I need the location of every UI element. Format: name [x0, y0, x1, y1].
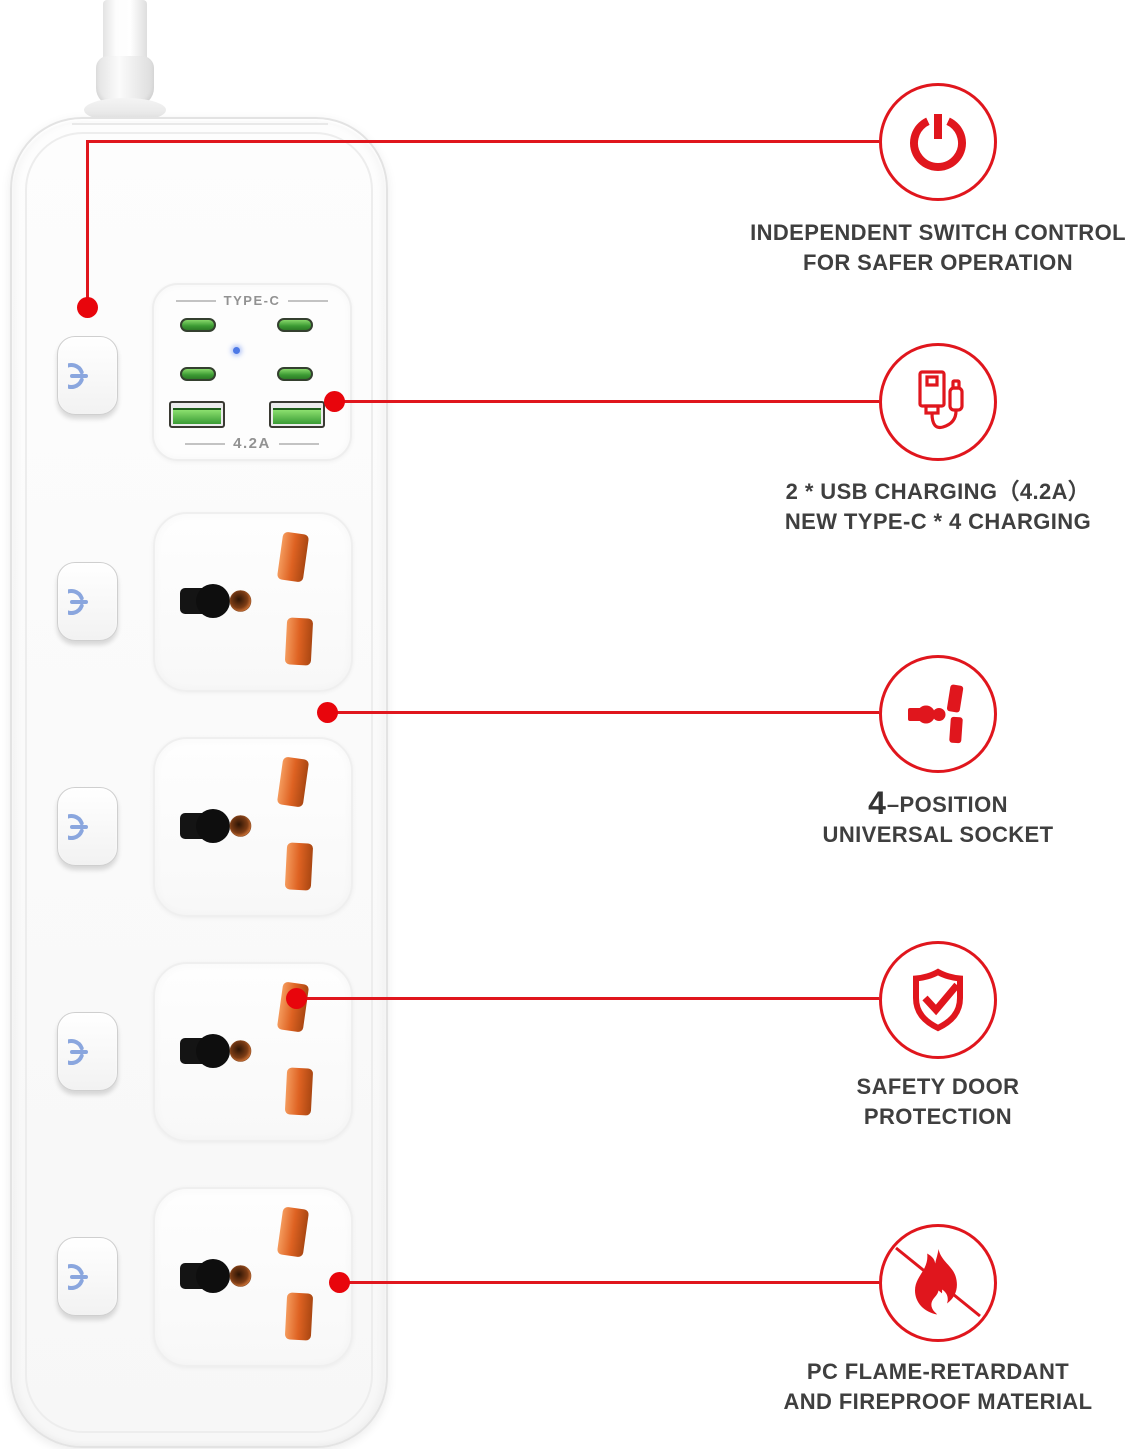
caption-line: PROTECTION: [863, 1104, 1013, 1129]
type-c-port: [277, 318, 313, 332]
type-c-port: [277, 367, 313, 381]
power-cord-cable: [103, 0, 147, 66]
socket-count: 4: [868, 785, 887, 821]
leader-dot-safety: [286, 988, 307, 1009]
leader-dot-usb: [324, 391, 345, 412]
type-c-label-row: TYPE-C: [154, 293, 350, 308]
caption-line: SAFETY DOOR: [856, 1074, 1020, 1099]
label-dash: [288, 299, 329, 302]
caption-line: 2 * USB CHARGING（4.2A）: [785, 479, 1091, 504]
callout-circle-fireproof: [879, 1224, 997, 1342]
power-symbol-icon: [67, 1263, 88, 1290]
leader-dot-fireproof: [329, 1272, 350, 1293]
leader-line-socket: [328, 711, 879, 714]
callout-circle-switch: [879, 83, 997, 201]
leader-line-switch-vertical: [86, 140, 89, 310]
power-symbol-icon: [67, 588, 88, 615]
switch-button-5: [57, 1237, 118, 1316]
callout-circle-safety: [879, 941, 997, 1059]
socket-holes: [180, 757, 313, 891]
universal-socket-1: [153, 512, 353, 692]
amp-label-row: 4.2A: [154, 435, 350, 452]
label-dash: [175, 299, 216, 302]
power-strip-inner-outline: [25, 132, 373, 1433]
leader-dot-switch: [77, 297, 98, 318]
usb-charging-module: TYPE-C 4.2A: [152, 283, 352, 461]
caption-usb: 2 * USB CHARGING（4.2A） NEW TYPE-C * 4 CH…: [708, 477, 1131, 537]
caption-line: FOR SAFER OPERATION: [803, 250, 1073, 275]
usb-a-tongue: [173, 408, 221, 424]
leader-dot-socket: [317, 702, 338, 723]
usb-a-tongue: [273, 408, 321, 424]
power-symbol-icon: [67, 1038, 88, 1065]
amp-rating-label: 4.2A: [233, 435, 271, 452]
usb-a-port: [269, 401, 325, 428]
power-strip-top-seam: [72, 123, 328, 125]
universal-plug-icon: [908, 684, 964, 744]
leader-line-safety: [297, 997, 879, 1000]
socket-holes: [180, 532, 313, 666]
usb-a-port: [169, 401, 225, 428]
callout-circle-usb: [879, 343, 997, 461]
universal-socket-2: [153, 737, 353, 917]
caption-line: UNIVERSAL SOCKET: [822, 822, 1054, 847]
switch-button-3: [57, 787, 118, 866]
power-symbol-icon: [67, 362, 88, 389]
power-icon: [910, 114, 966, 172]
socket-holes: [180, 1207, 313, 1341]
switch-button-1: [57, 336, 118, 415]
led-indicator: [233, 347, 240, 354]
type-c-port: [180, 367, 216, 381]
switch-button-2: [57, 562, 118, 641]
caption-line: PC FLAME-RETARDANT: [806, 1359, 1070, 1384]
no-fire-icon: [895, 1246, 981, 1318]
caption-safety: SAFETY DOOR PROTECTION: [708, 1072, 1131, 1132]
type-c-label: TYPE-C: [223, 293, 281, 308]
universal-socket-4: [153, 1187, 353, 1367]
callout-circle-socket: [879, 655, 997, 773]
label-dash: [185, 442, 226, 445]
shield-check-icon: [913, 968, 963, 1032]
caption-switch: INDEPENDENT SWITCH CONTROL FOR SAFER OPE…: [708, 218, 1131, 278]
caption-line: AND FIREPROOF MATERIAL: [783, 1389, 1093, 1414]
caption-line: INDEPENDENT SWITCH CONTROL: [750, 220, 1126, 245]
caption-line: 4–POSITION: [868, 785, 1008, 821]
universal-socket-3: [153, 962, 353, 1142]
leader-line-usb: [335, 400, 879, 403]
type-c-port: [180, 318, 216, 332]
power-symbol-icon: [67, 813, 88, 840]
leader-line-fireproof: [340, 1281, 879, 1284]
caption-socket: 4–POSITION UNIVERSAL SOCKET: [708, 785, 1131, 850]
usb-cable-icon: [918, 370, 964, 430]
leader-line-switch: [87, 140, 879, 143]
power-cord-strain-relief: [96, 56, 154, 106]
caption-line: NEW TYPE-C * 4 CHARGING: [784, 509, 1092, 534]
caption-fireproof: PC FLAME-RETARDANT AND FIREPROOF MATERIA…: [708, 1357, 1131, 1417]
switch-button-4: [57, 1012, 118, 1091]
label-dash: [278, 442, 319, 445]
socket-holes: [180, 982, 313, 1116]
